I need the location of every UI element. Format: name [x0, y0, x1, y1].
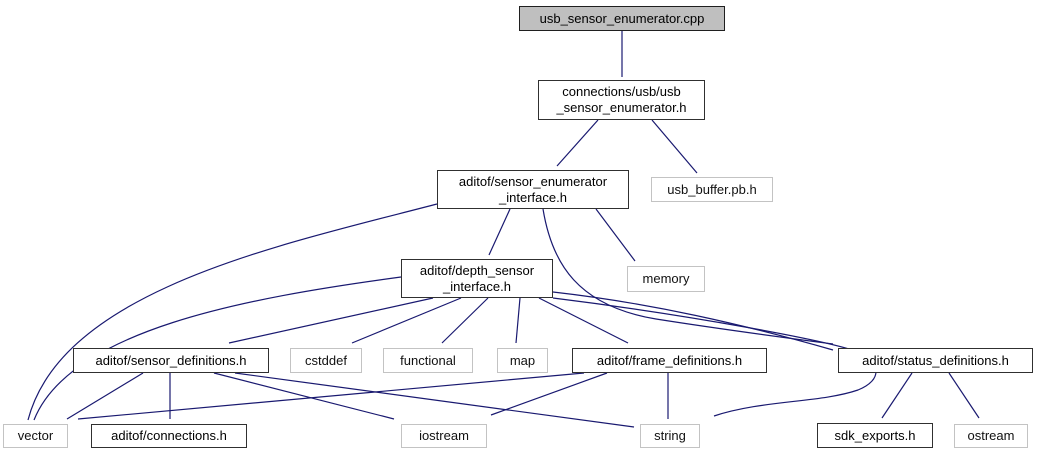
- edge-status-sdk-exports: [881, 372, 913, 419]
- edge-dsi-functional: [441, 297, 489, 344]
- node-usb-h[interactable]: connections/usb/usb _sensor_enumerator.h: [538, 80, 705, 120]
- node-sei[interactable]: aditof/sensor_enumerator _interface.h: [437, 170, 629, 209]
- node-iostream: iostream: [401, 424, 487, 448]
- node-dsi[interactable]: aditof/depth_sensor _interface.h: [401, 259, 553, 298]
- edge-dsi-sd: [228, 297, 434, 344]
- edge-usb-h-usb-buffer: [651, 119, 698, 174]
- edge-sei-dsi: [488, 208, 511, 256]
- edge-sei-status: [542, 208, 834, 345]
- edge-sd-iostream: [213, 372, 395, 420]
- edge-dsi-map: [515, 297, 521, 344]
- edge-dsi-vector: [33, 276, 402, 421]
- node-sd[interactable]: aditof/sensor_definitions.h: [73, 348, 269, 373]
- edge-sei-vector: [27, 203, 438, 421]
- edge-sd-string: [234, 372, 635, 428]
- node-ostream: ostream: [954, 424, 1028, 448]
- node-vector: vector: [3, 424, 68, 448]
- edge-sei-memory: [595, 208, 636, 262]
- edge-fd-iostream: [490, 372, 608, 416]
- edge-sd-vector: [66, 372, 144, 420]
- node-status[interactable]: aditof/status_definitions.h: [838, 348, 1033, 373]
- node-connections[interactable]: aditof/connections.h: [91, 424, 247, 448]
- edge-dsi-status: [552, 291, 834, 351]
- edge-dsi-cstddef: [351, 297, 462, 344]
- edge-status-ostream: [948, 372, 980, 419]
- node-map: map: [497, 348, 548, 373]
- node-cpp: usb_sensor_enumerator.cpp: [519, 6, 725, 31]
- node-usb-buffer: usb_buffer.pb.h: [651, 177, 773, 202]
- edge-dsi-fd: [538, 297, 629, 344]
- node-string: string: [640, 424, 700, 448]
- node-cstddef: cstddef: [290, 348, 362, 373]
- edge-fd-vector: [77, 372, 585, 420]
- node-functional: functional: [383, 348, 473, 373]
- node-memory: memory: [627, 266, 705, 292]
- node-sdk-exports[interactable]: sdk_exports.h: [817, 423, 933, 448]
- node-fd[interactable]: aditof/frame_definitions.h: [572, 348, 767, 373]
- edge-usb-h-sei: [556, 119, 599, 167]
